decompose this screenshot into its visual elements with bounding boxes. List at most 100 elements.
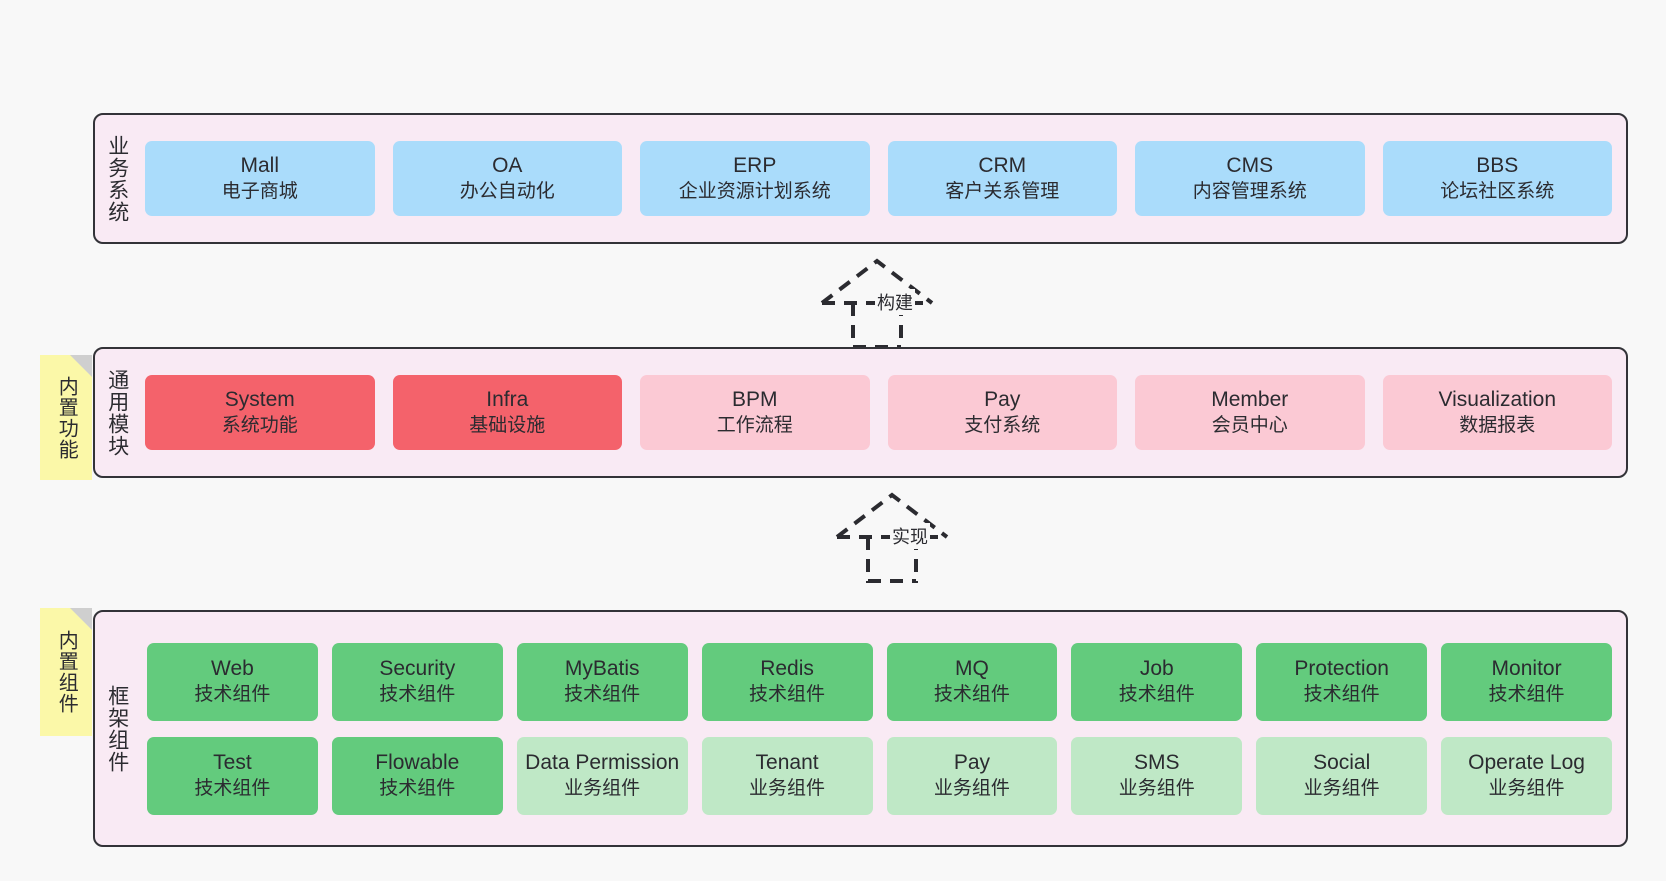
component-flowable[interactable]: Flowable 技术组件: [331, 736, 503, 815]
component-pay[interactable]: Pay 业务组件: [886, 736, 1058, 815]
module-member-cn: 会员中心: [1211, 414, 1288, 436]
module-visualization[interactable]: Visualization 数据报表: [1382, 375, 1612, 450]
module-cms[interactable]: CMS 内容管理系统: [1135, 141, 1365, 216]
component-web[interactable]: Web 技术组件: [147, 642, 318, 721]
component-operate-log-cn: 业务组件: [1488, 777, 1565, 799]
module-member-en: Member: [1211, 387, 1289, 411]
component-security-cn: 技术组件: [379, 683, 456, 705]
module-infra[interactable]: Infra 基础设施: [392, 375, 622, 450]
component-web-en: Web: [211, 656, 254, 680]
component-protection-en: Protection: [1294, 656, 1389, 680]
component-data-permission-cn: 业务组件: [564, 777, 641, 799]
component-social[interactable]: Social 业务组件: [1256, 736, 1428, 815]
module-crm[interactable]: CRM 客户关系管理: [887, 141, 1117, 216]
note-fold-corner-icon: [70, 608, 92, 630]
note-fold-corner-icon: [70, 355, 92, 377]
module-bpm-cn: 工作流程: [716, 414, 793, 436]
module-erp-cn: 企业资源计划系统: [678, 180, 831, 202]
module-pay[interactable]: Pay 支付系统: [887, 375, 1117, 450]
module-mall-cn: 电子商城: [221, 180, 298, 202]
module-mall-en: Mall: [240, 153, 279, 177]
module-crm-cn: 客户关系管理: [945, 180, 1060, 202]
component-test-cn: 技术组件: [194, 777, 271, 799]
component-operate-log[interactable]: Operate Log 业务组件: [1441, 736, 1612, 815]
note-builtin-features-label: 内置功能: [55, 375, 78, 460]
component-monitor[interactable]: Monitor 技术组件: [1441, 642, 1612, 721]
component-social-en: Social: [1313, 750, 1371, 774]
layer-title-business-systems: 业务系统: [105, 134, 129, 223]
connector-build-label: 构建: [875, 289, 915, 315]
layer-body-business-systems: Mall 电子商城 OA 办公自动化 ERP 企业资源计划系统 CRM 客户关系…: [139, 115, 1626, 242]
module-erp-en: ERP: [733, 153, 777, 177]
component-operate-log-en: Operate Log: [1468, 750, 1585, 774]
component-sms[interactable]: SMS 业务组件: [1071, 736, 1243, 815]
component-tenant-cn: 业务组件: [749, 777, 826, 799]
component-security[interactable]: Security 技术组件: [331, 642, 503, 721]
component-monitor-cn: 技术组件: [1488, 683, 1565, 705]
component-data-permission-en: Data Permission: [525, 750, 680, 774]
layer-title-framework-components: 框架组件: [105, 684, 129, 773]
module-system[interactable]: System 系统功能: [145, 375, 375, 450]
component-flowable-en: Flowable: [375, 750, 460, 774]
connector-implement: 实现: [812, 487, 972, 583]
component-monitor-en: Monitor: [1491, 656, 1562, 680]
component-tenant-en: Tenant: [755, 750, 819, 774]
component-mq[interactable]: MQ 技术组件: [886, 642, 1058, 721]
module-bpm[interactable]: BPM 工作流程: [640, 375, 870, 450]
component-mq-cn: 技术组件: [933, 683, 1010, 705]
module-oa-cn: 办公自动化: [459, 180, 555, 202]
layer-business-systems: 业务系统 Mall 电子商城 OA 办公自动化 ERP 企业资源计划系统 CRM…: [93, 113, 1628, 244]
module-erp[interactable]: ERP 企业资源计划系统: [640, 141, 870, 216]
component-tenant[interactable]: Tenant 业务组件: [701, 736, 873, 815]
module-pay-en: Pay: [984, 387, 1021, 411]
module-cms-en: CMS: [1226, 153, 1274, 177]
module-bpm-en: BPM: [731, 387, 778, 411]
component-job[interactable]: Job 技术组件: [1071, 642, 1243, 721]
component-data-permission[interactable]: Data Permission 业务组件: [516, 736, 688, 815]
module-cms-cn: 内容管理系统: [1192, 180, 1307, 202]
component-redis-en: Redis: [760, 656, 814, 680]
connector-implement-label: 实现: [890, 523, 930, 549]
component-redis-cn: 技术组件: [749, 683, 826, 705]
layer-title-common-modules: 通用模块: [105, 368, 129, 457]
component-protection[interactable]: Protection 技术组件: [1256, 642, 1428, 721]
component-mybatis[interactable]: MyBatis 技术组件: [516, 642, 688, 721]
module-bbs-cn: 论坛社区系统: [1440, 180, 1555, 202]
module-visualization-cn: 数据报表: [1459, 414, 1536, 436]
component-test-en: Test: [213, 750, 252, 774]
module-member[interactable]: Member 会员中心: [1135, 375, 1365, 450]
module-oa-en: OA: [492, 153, 523, 177]
layer-body-common-modules: System 系统功能 Infra 基础设施 BPM 工作流程 Pay 支付系统…: [139, 349, 1626, 476]
component-job-cn: 技术组件: [1118, 683, 1195, 705]
module-mall[interactable]: Mall 电子商城: [145, 141, 375, 216]
row-technical-components: Web 技术组件 Security 技术组件 MyBatis 技术组件 Redi…: [147, 642, 1612, 721]
row-common-modules: System 系统功能 Infra 基础设施 BPM 工作流程 Pay 支付系统…: [145, 375, 1612, 450]
module-infra-cn: 基础设施: [469, 414, 546, 436]
layer-framework-components: 框架组件 Web 技术组件 Security 技术组件 MyBatis 技术组件…: [93, 610, 1628, 847]
note-builtin-components: 内置组件: [40, 608, 92, 736]
connector-build: 构建: [797, 253, 957, 349]
module-oa[interactable]: OA 办公自动化: [392, 141, 622, 216]
component-sms-cn: 业务组件: [1118, 777, 1195, 799]
component-web-cn: 技术组件: [194, 683, 271, 705]
component-mybatis-en: MyBatis: [564, 656, 640, 680]
module-bbs[interactable]: BBS 论坛社区系统: [1382, 141, 1612, 216]
row-business-systems: Mall 电子商城 OA 办公自动化 ERP 企业资源计划系统 CRM 客户关系…: [145, 141, 1612, 216]
module-infra-en: Infra: [486, 387, 529, 411]
module-visualization-en: Visualization: [1438, 387, 1557, 411]
row-business-components: Test 技术组件 Flowable 技术组件 Data Permission …: [147, 736, 1612, 815]
layer-body-framework-components: Web 技术组件 Security 技术组件 MyBatis 技术组件 Redi…: [139, 612, 1626, 845]
module-system-cn: 系统功能: [221, 414, 298, 436]
module-pay-cn: 支付系统: [964, 414, 1041, 436]
component-pay-en: Pay: [953, 750, 991, 774]
component-mq-en: MQ: [955, 656, 989, 680]
component-pay-cn: 业务组件: [933, 777, 1010, 799]
component-test[interactable]: Test 技术组件: [147, 736, 318, 815]
component-mybatis-cn: 技术组件: [564, 683, 641, 705]
module-bbs-en: BBS: [1476, 153, 1519, 177]
component-sms-en: SMS: [1134, 750, 1180, 774]
module-system-en: System: [224, 387, 295, 411]
component-flowable-cn: 技术组件: [379, 777, 456, 799]
component-redis[interactable]: Redis 技术组件: [701, 642, 873, 721]
